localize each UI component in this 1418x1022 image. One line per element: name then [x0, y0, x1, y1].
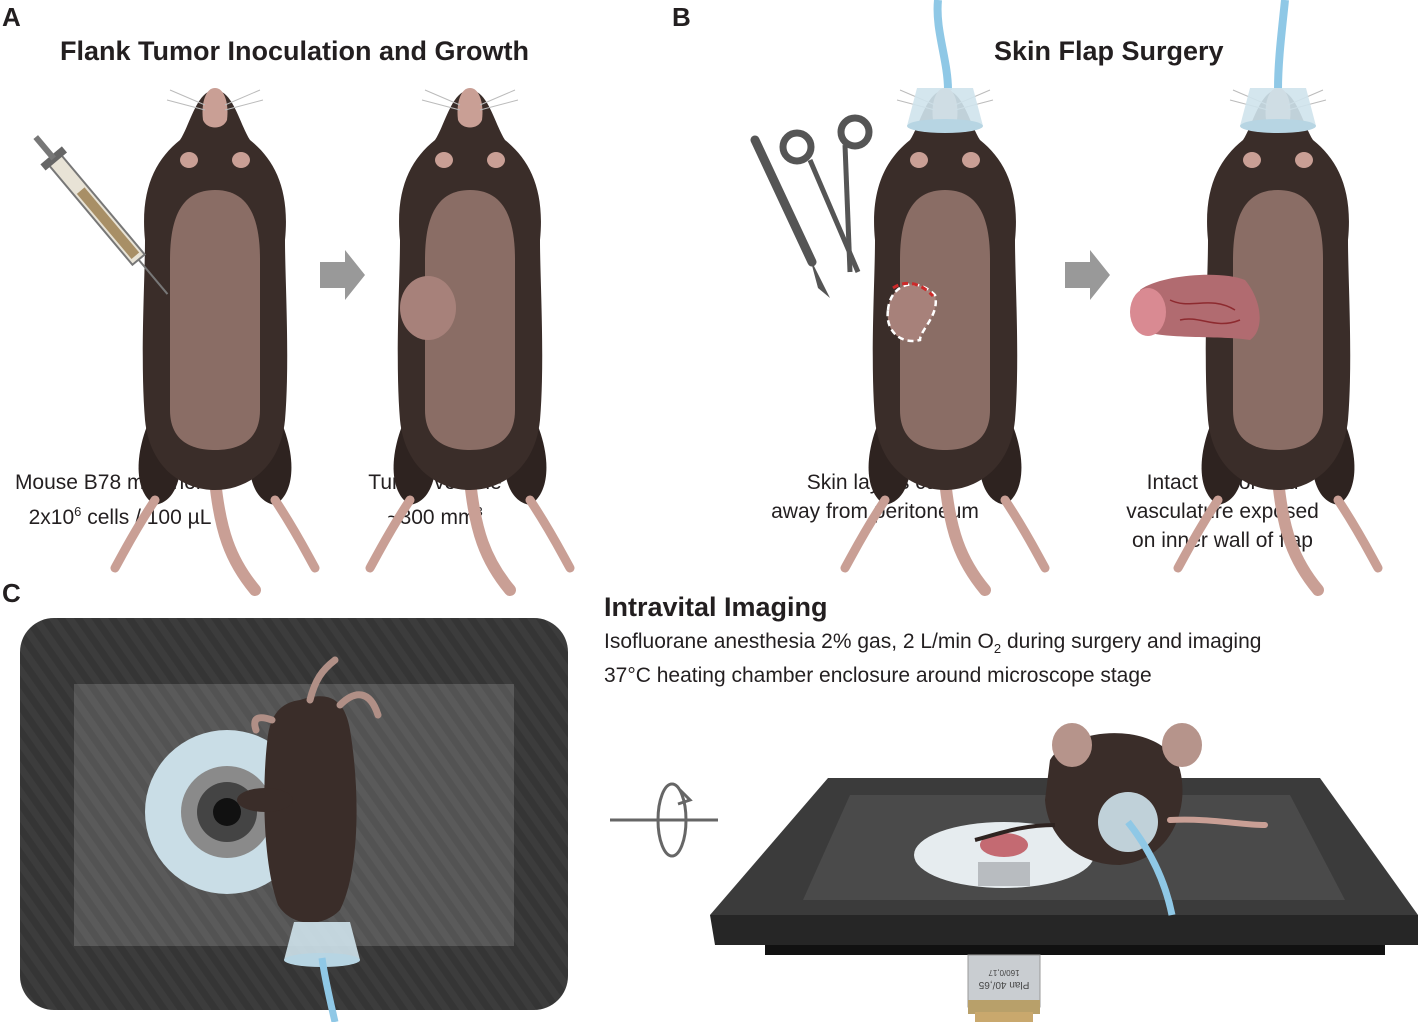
caption-line: vasculature exposed — [1126, 500, 1319, 523]
anesthesia-tube — [1274, 0, 1289, 91]
scissors-icon — [779, 114, 873, 273]
mouse-on-stage — [974, 723, 1268, 916]
mouse-top-view — [237, 656, 382, 923]
panel-c-line-1: Isofluorane anesthesia 2% gas, 2 L/min O… — [604, 630, 1262, 657]
mouse-b-right — [1178, 88, 1378, 590]
mouse-a-left — [115, 88, 315, 590]
syringe-icon — [33, 135, 169, 295]
rotate-icon — [610, 782, 718, 858]
anesthesia-tube — [318, 957, 339, 1022]
incision-outline — [886, 283, 938, 343]
objective-sub-label: 160/0,17 — [988, 968, 1020, 977]
caption-line: 2x106 cells / 100 µL — [28, 504, 212, 529]
objective-label: Plan 40/,65 — [978, 979, 1029, 990]
mouse-a-right — [370, 88, 570, 590]
panel-letter-a: A — [2, 2, 21, 32]
panel-c-line-2: 37°C heating chamber enclosure around mi… — [604, 664, 1152, 687]
tumor-bump — [400, 276, 456, 340]
nose-cone — [907, 88, 983, 133]
panel-a-title: Flank Tumor Inoculation and Growth — [60, 36, 529, 66]
objective-lens-icon: Plan 40/,65 160/0,17 — [967, 954, 1041, 1022]
panel-letter-c: C — [2, 578, 21, 608]
arrow-icon — [1065, 250, 1110, 300]
caption-line: on inner wall of flap — [1132, 529, 1313, 552]
anesthesia-tube — [933, 0, 952, 91]
tumor — [980, 833, 1028, 857]
mouse-b-left — [845, 88, 1045, 590]
nose-cone — [1240, 88, 1316, 133]
panel-b-title: Skin Flap Surgery — [994, 36, 1224, 66]
skin-flap — [1130, 274, 1260, 340]
panel-c-title: Intravital Imaging — [604, 592, 828, 622]
scalpel-icon — [750, 135, 830, 298]
panel-letter-b: B — [672, 2, 691, 32]
arrow-icon — [320, 250, 365, 300]
